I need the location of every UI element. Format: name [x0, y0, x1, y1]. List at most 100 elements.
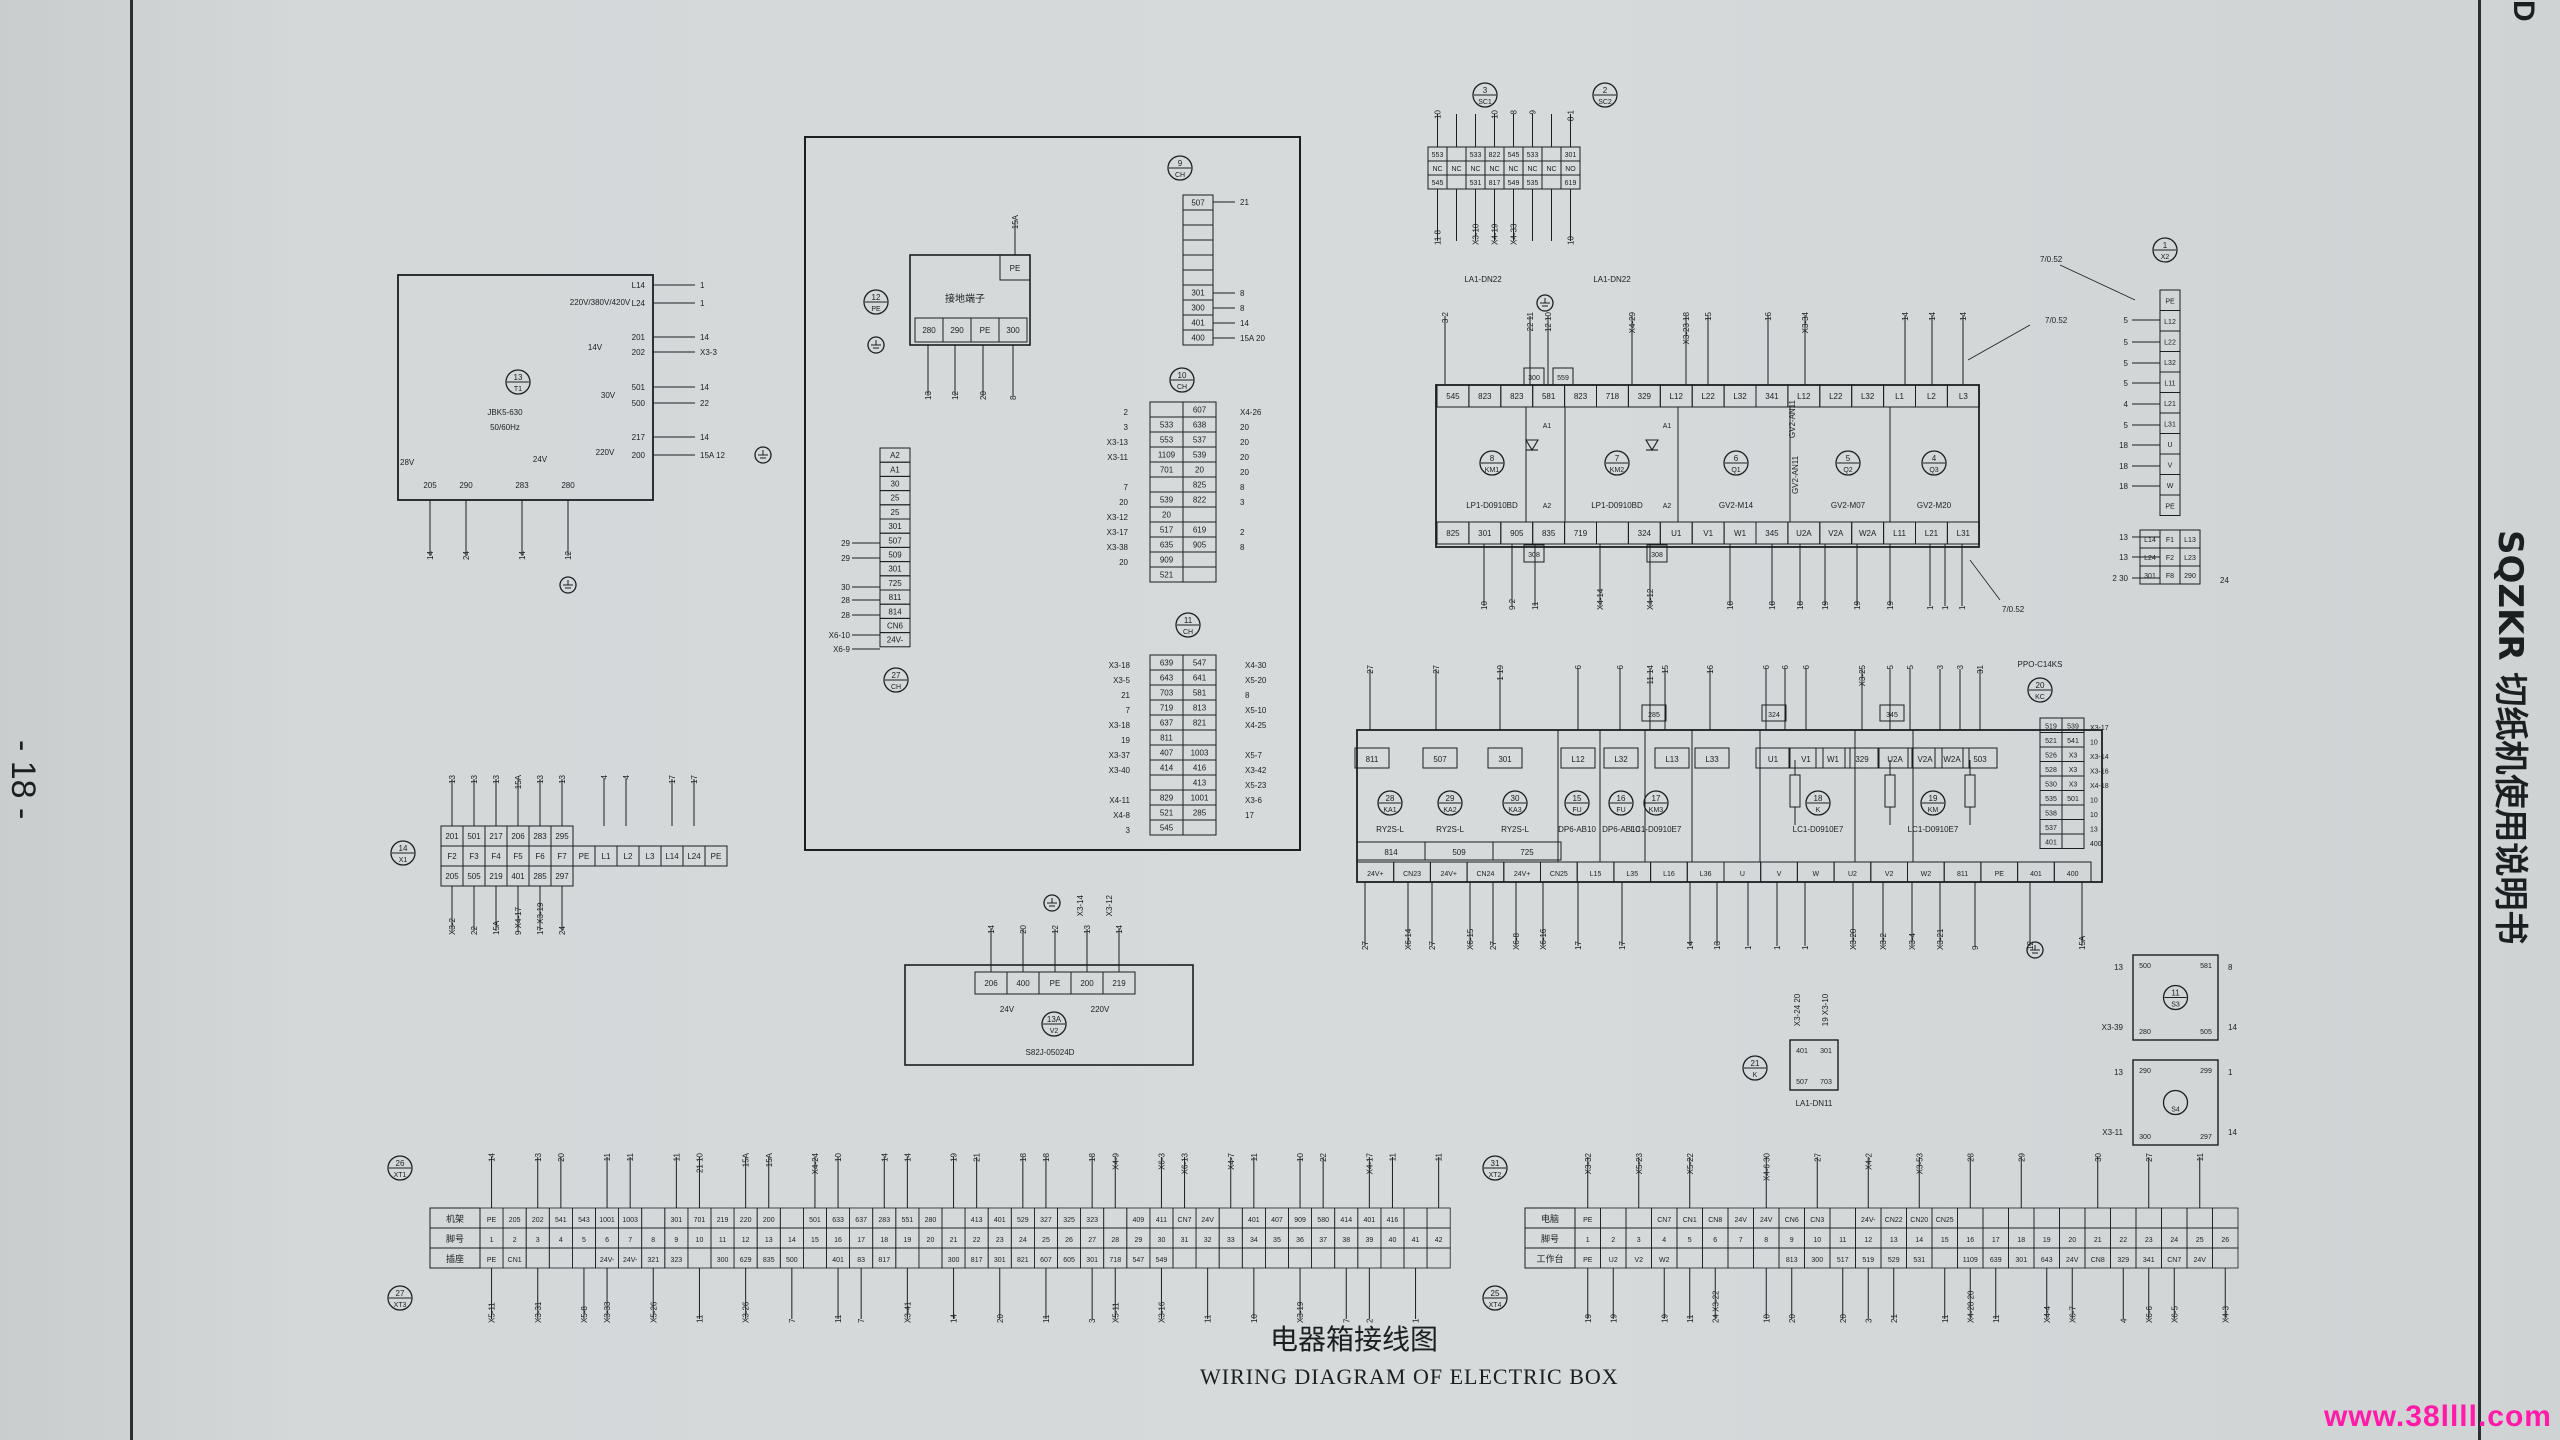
x2-row-text: L24: [2144, 555, 2156, 562]
relay-bottom-wire-label: 13: [1713, 941, 1722, 950]
strip-left-cell: [687, 1247, 712, 1269]
strip-left-top-wire-label: 10: [1296, 1152, 1305, 1161]
relay-top-term: W2A: [1943, 755, 1961, 764]
strip-right-cell-text: 24V: [2194, 1257, 2207, 1264]
switch-unit-term: 299: [2200, 1068, 2212, 1075]
strip-left-bottom-wire-label: 20: [996, 1314, 1005, 1323]
strip-right-cell-text: 24V-: [1861, 1217, 1876, 1224]
x1-top-wire-label: 13: [536, 774, 545, 783]
relay-bottom-term: 400: [2067, 871, 2079, 878]
strip-right-bottom-wire-label: 19: [1660, 1314, 1669, 1323]
switch-wire-label: 10: [1567, 236, 1576, 245]
tag-number: 11: [2171, 989, 2180, 998]
strip-left-cell-text: 1001: [599, 1217, 615, 1224]
strip-left-cell-text: 817: [971, 1257, 983, 1264]
strip-left-cell-text: 283: [878, 1217, 890, 1224]
switch-unit-ref: 13: [2114, 1068, 2123, 1077]
relay-top-term: L13: [1665, 755, 1679, 764]
x2-stack-text: L12: [2164, 319, 2176, 326]
switch-nc-text: NC: [1489, 166, 1499, 173]
strip-left-cell-text: 42: [1435, 1237, 1443, 1244]
tag-code: FU: [1616, 807, 1625, 814]
strip-right-cell-text: 24V: [1735, 1217, 1748, 1224]
relay-top-wire-label: 6: [1616, 664, 1625, 669]
relay-mark-label: 345: [1886, 712, 1898, 719]
tag-number: 16: [1617, 794, 1626, 803]
ch11-right-text: 813: [1193, 704, 1207, 713]
x1-mid-text: PE: [579, 852, 590, 861]
transformer-tap: 24V: [533, 455, 548, 464]
strip-left-cell: [525, 1247, 550, 1269]
relay-top-term: U2A: [1887, 755, 1903, 764]
strip-left-cell-text: 301: [1086, 1257, 1098, 1264]
strip-left-bottom-wire-label: X5-8: [580, 1306, 589, 1323]
ch11-left-ref: X3-18: [1109, 661, 1131, 670]
x2-stack-text: U: [2167, 442, 2172, 449]
strip-left-top-wire-label: 11: [672, 1152, 681, 1161]
strip-left-cell-text: 529: [1017, 1217, 1029, 1224]
left-stack-ref: 28: [841, 611, 850, 620]
strip-right-cell-text: 20: [2068, 1237, 2076, 1244]
contactor-bottom-term-text: 719: [1574, 529, 1588, 538]
strip-left-cell-text: 219: [717, 1217, 729, 1224]
left-stack-text: 725: [888, 579, 902, 588]
strip-left-cell-text: 301: [994, 1257, 1006, 1264]
relay-bottom-term: PE: [1995, 871, 2005, 878]
strip-right-cell-text: 14: [1915, 1237, 1923, 1244]
ch11-right-cell: [1182, 729, 1217, 746]
tag-code: SC1: [1478, 99, 1492, 106]
relay-tag: [1502, 790, 1528, 816]
pe-label: PE: [1010, 264, 1021, 273]
strip-left-cell-text: 25: [1042, 1237, 1050, 1244]
transformer-tap: 14V: [588, 343, 603, 352]
psu-tag: [1041, 1011, 1067, 1037]
strip-right-row-label: 脚号: [1541, 1234, 1559, 1244]
switch-unit-tag: [2162, 984, 2189, 1011]
tag-code: Q1: [1731, 467, 1740, 474]
relay-right-stack2-cell: [2061, 804, 2085, 820]
strip-right-cell: [1829, 1207, 1856, 1229]
contactor-tag: [1921, 450, 1947, 476]
strip-left-cell-text: 633: [832, 1217, 844, 1224]
tag-code: XT4: [1489, 1302, 1502, 1309]
psu-label: 24V: [1000, 1005, 1015, 1014]
relay-model: LC1-D0910E7: [1908, 825, 1959, 834]
strip-left-top-wire-label: 11: [1250, 1152, 1259, 1161]
ground-terminal-wire-label: 13: [924, 391, 933, 400]
strip-right-cell-text: 341: [2143, 1257, 2155, 1264]
transformer-tap: 220V: [596, 448, 615, 457]
strip-left-cell: [1334, 1247, 1359, 1269]
relay-bottom-wire-label: 17: [1618, 941, 1627, 950]
relay-top-term: 811: [1366, 755, 1379, 764]
left-stack-text: A2: [890, 451, 900, 460]
diagram-title-en: WIRING DIAGRAM OF ELECTRIC BOX: [1200, 1364, 1619, 1389]
contactor-bottom-wire-label: 9 2: [1508, 598, 1517, 610]
transformer-ref: X3-3: [700, 348, 717, 357]
ch10-right-ref: 20: [1240, 468, 1249, 477]
tag-code: X2: [2161, 254, 2170, 261]
x1-mid-text: F5: [513, 852, 523, 861]
strip-left-bottom-wire-label: 11: [695, 1314, 704, 1323]
switch-bottom-cell: [1446, 174, 1467, 190]
strip-left-cell-text: 32: [1204, 1237, 1212, 1244]
tag-code: XT3: [394, 1302, 407, 1309]
tag-number: 27: [892, 671, 901, 680]
contactor-aux: GV2-AN11: [1788, 399, 1797, 438]
strip-right-row-label: 电脑: [1541, 1213, 1559, 1224]
strip-left-cell-text: 323: [1086, 1217, 1098, 1224]
switch-nc-text: NC: [1432, 166, 1442, 173]
ground-terminal-tag: [863, 289, 889, 315]
psu-term-text: 219: [1112, 979, 1126, 988]
ch11-left-text: 811: [1160, 734, 1173, 743]
strip-left-cell-text: 31: [1181, 1237, 1189, 1244]
strip-right-cell-text: 300: [1811, 1257, 1823, 1264]
relay-top-wire-label: 16: [1706, 664, 1715, 673]
coil-a1: A1: [1543, 423, 1552, 430]
ch10-left-ref: X3-11: [1107, 453, 1128, 462]
ch10-right-text: 825: [1193, 481, 1207, 490]
contactor-top-term-text: L12: [1670, 392, 1684, 401]
top-stack-text: 301: [1191, 289, 1205, 298]
ground-terminal-block: [909, 254, 1031, 346]
relay-top-cell: [1877, 747, 1913, 769]
